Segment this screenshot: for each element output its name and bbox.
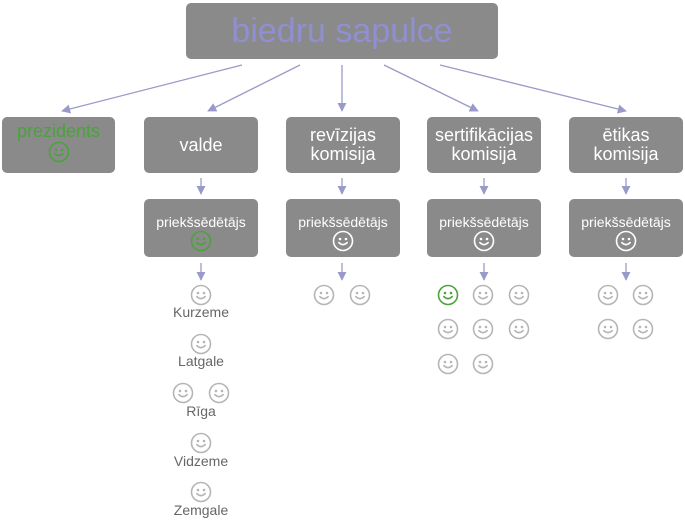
connector-arrow <box>439 64 627 114</box>
etikas-chair-label: priekšsēdētājs <box>581 214 671 230</box>
etikas-chair-node: priekšsēdētājs <box>569 199 683 257</box>
member-smiley-icon <box>508 318 530 345</box>
member-smiley-icon <box>208 382 230 409</box>
member-smiley-icon <box>597 284 619 311</box>
node-valde: valde <box>144 117 258 173</box>
revizijas-label-line-1: revīzijas <box>309 125 376 145</box>
sertifikacijas-chair-label: priekšsēdētājs <box>439 214 529 230</box>
revizijas-chair-label: priekšsēdētājs <box>298 214 388 230</box>
member-smiley-icon <box>508 284 530 311</box>
region-label-kurzeme: Kurzeme <box>172 304 230 320</box>
node-revizijas-komisija: revīzijas komisija <box>286 117 400 173</box>
member-smiley-icon <box>472 284 494 311</box>
valde-chair-label: priekšsēdētājs <box>156 214 246 230</box>
sertifikacijas-chair-node: priekšsēdētājs <box>427 199 541 257</box>
member-smiley-icon <box>472 318 494 345</box>
region-label-latgale: Latgale <box>178 353 224 369</box>
member-smiley-icon <box>437 318 459 345</box>
prezidents-label: prezidents <box>16 121 101 141</box>
revizijas-label-line-2: komisija <box>310 144 376 164</box>
member-smiley-icon <box>190 284 212 311</box>
region-label-vidzeme: Vidzeme <box>173 453 229 469</box>
valde-label: valde <box>179 134 223 155</box>
member-smiley-icon <box>472 353 494 380</box>
member-smiley-icon <box>190 333 212 360</box>
connector-arrow <box>207 64 301 112</box>
member-smiley-icon <box>437 353 459 380</box>
smiley-icon <box>190 230 212 257</box>
smiley-icon <box>615 230 637 257</box>
smiley-icon <box>332 230 354 257</box>
connector-arrow <box>61 64 243 114</box>
member-smiley-icon <box>172 382 194 409</box>
region-label-zemgale: Zemgale <box>173 502 229 518</box>
etikas-label-line-1: ētikas <box>602 125 650 145</box>
member-smiley-icon <box>437 284 459 311</box>
member-smiley-icon <box>313 284 335 311</box>
member-smiley-icon <box>190 432 212 459</box>
connector-arrow <box>383 64 479 112</box>
sertifikacijas-label-line-1: sertifikācijas <box>434 125 534 145</box>
valde-chair-node: priekšsēdētājs <box>144 199 258 257</box>
member-smiley-icon <box>349 284 371 311</box>
node-etikas-komisija: ētikas komisija <box>569 117 683 173</box>
member-smiley-icon <box>597 318 619 345</box>
member-smiley-icon <box>632 284 654 311</box>
smiley-icon <box>48 141 70 168</box>
sertifikacijas-label-line-2: komisija <box>451 144 517 164</box>
node-sertifikacijas-komisija: sertifikācijas komisija <box>427 117 541 173</box>
etikas-label-line-2: komisija <box>593 144 659 164</box>
node-prezidents: prezidents <box>2 117 115 173</box>
root-label: biedru sapulce <box>231 12 453 50</box>
member-smiley-icon <box>632 318 654 345</box>
region-label-riga: Rīga <box>186 403 216 419</box>
root-node-biedru-sapulce: biedru sapulce <box>186 3 498 59</box>
member-smiley-icon <box>190 481 212 508</box>
revizijas-chair-node: priekšsēdētājs <box>286 199 400 257</box>
smiley-icon <box>473 230 495 257</box>
